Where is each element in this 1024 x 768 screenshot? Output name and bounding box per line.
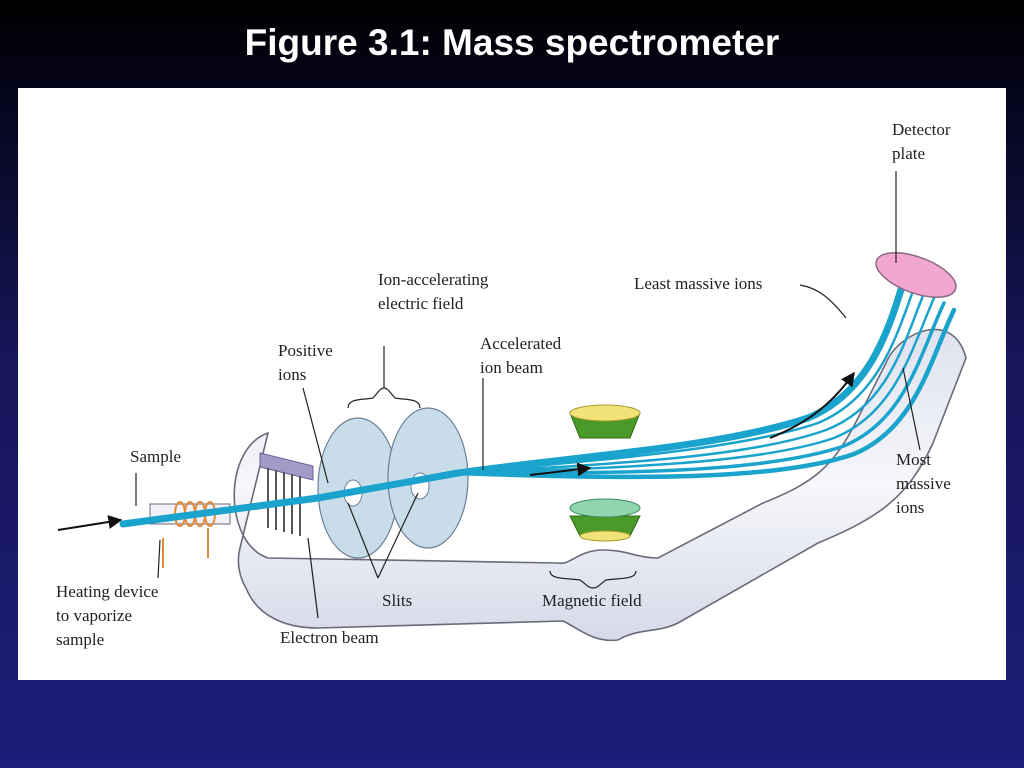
label-heating-device-1: Heating device [56, 582, 158, 601]
beam-direction-arrow [529, 462, 592, 477]
label-accelerated-ion-beam-2: ion beam [480, 358, 543, 377]
label-slits: Slits [382, 591, 412, 610]
mass-spectrometer-diagram: Detector plate Least massive ions Ion-ac… [56, 120, 967, 649]
label-detector-plate-1: Detector [892, 120, 951, 139]
label-most-massive-ions-2: massive [896, 474, 951, 493]
label-most-massive-ions-1: Most [896, 450, 931, 469]
label-detector-plate-2: plate [892, 144, 925, 163]
tube-outline [233, 328, 967, 642]
slide-title: Figure 3.1: Mass spectrometer [244, 22, 780, 63]
label-heating-device-3: sample [56, 630, 104, 649]
label-positive-ions-2: ions [278, 365, 306, 384]
leader-lines [135, 171, 921, 619]
figure-panel: Detector plate Least massive ions Ion-ac… [18, 88, 1006, 680]
detector-plate [875, 252, 957, 298]
label-magnetic-field: Magnetic field [542, 591, 642, 610]
label-electron-beam: Electron beam [280, 628, 379, 647]
label-positive-ions-1: Positive [278, 341, 333, 360]
label-least-massive-ions: Least massive ions [634, 274, 762, 293]
label-heating-device-2: to vaporize [56, 606, 132, 625]
sample-inlet-arrow [57, 515, 123, 531]
deflection-arrow [769, 371, 855, 439]
label-ion-accelerating-1: Ion-accelerating [378, 270, 489, 289]
magnet-bottom [569, 498, 641, 542]
label-most-massive-ions-3: ions [896, 498, 924, 517]
label-ion-accelerating-2: electric field [378, 294, 464, 313]
magnet-top [569, 404, 641, 439]
label-sample: Sample [130, 447, 181, 466]
label-accelerated-ion-beam-1: Accelerated [480, 334, 562, 353]
ion-beams [119, 279, 957, 528]
